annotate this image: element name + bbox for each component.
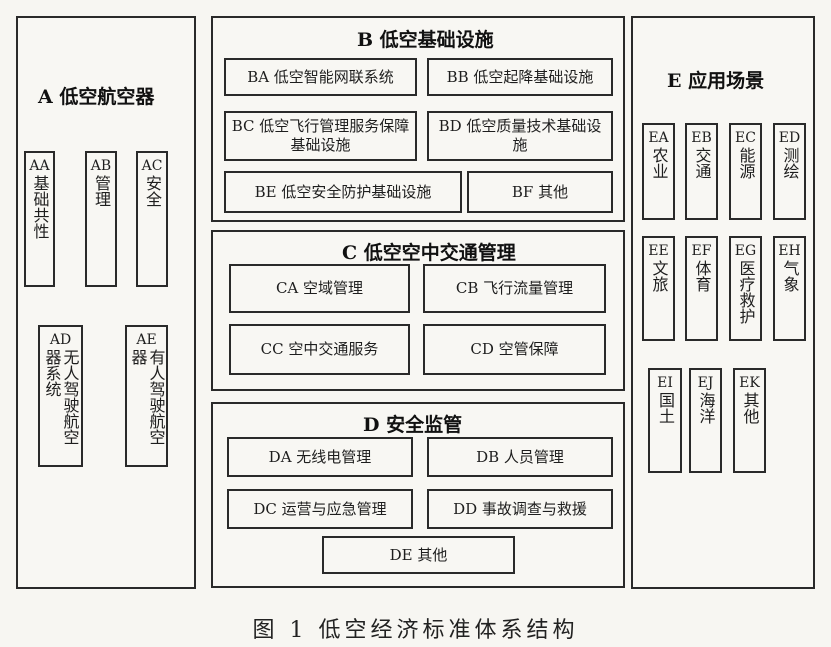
node-ef-code: EF — [691, 243, 712, 259]
node-bb: BB 低空起降基础设施 — [427, 58, 613, 96]
node-ej: EJ 海洋 — [689, 368, 722, 473]
node-ee: EE 文旅 — [642, 236, 675, 341]
node-aa-code: AA — [29, 158, 50, 174]
node-db: DB 人员管理 — [427, 437, 613, 477]
node-ae: AE 有人驾驶航空器 — [125, 325, 168, 467]
node-ej-code: EJ — [697, 375, 714, 391]
node-eb-text: 交通 — [692, 147, 712, 179]
node-ae-code: AE — [136, 332, 157, 348]
node-ef: EF 体育 — [685, 236, 718, 341]
node-ba: BA 低空智能网联系统 — [224, 58, 417, 96]
node-ab-text: 管理 — [92, 175, 111, 207]
node-ef-text: 体育 — [692, 260, 712, 292]
node-ei: EI 国土 — [648, 368, 682, 473]
panel-c-title: C 低空空中交通管理 — [342, 242, 516, 264]
node-cc: CC 空中交通服务 — [229, 324, 410, 375]
node-eh: EH 气象 — [773, 236, 806, 341]
panel-a-title: A 低空航空器 — [38, 86, 155, 108]
node-ab: AB 管理 — [85, 151, 117, 287]
node-ea-text: 农业 — [649, 147, 669, 179]
node-bf: BF 其他 — [467, 171, 613, 213]
node-ed: ED 测绘 — [773, 123, 806, 220]
node-de: DE 其他 — [322, 536, 515, 574]
node-ek-text: 其他 — [740, 392, 760, 424]
panel-e-title: E 应用场景 — [667, 70, 765, 92]
node-ei-code: EI — [657, 375, 673, 391]
node-eh-code: EH — [778, 243, 801, 259]
figure-caption: 图 1 低空经济标准体系结构 — [252, 618, 579, 643]
node-dd: DD 事故调查与救援 — [427, 489, 613, 529]
node-ac-text: 安全 — [143, 175, 162, 207]
node-ec-code: EC — [735, 130, 756, 146]
node-ad-text: 无人驾驶航空器系统 — [42, 349, 80, 445]
panel-b-title: B 低空基础设施 — [357, 29, 494, 51]
panel-d-title: D 安全监管 — [363, 414, 463, 436]
node-ad-code: AD — [49, 332, 72, 348]
node-eg: EG 医疗救护 — [729, 236, 762, 341]
node-ac: AC 安全 — [136, 151, 168, 287]
node-cb: CB 飞行流量管理 — [423, 264, 606, 313]
node-ee-text: 文旅 — [649, 260, 669, 292]
node-da: DA 无线电管理 — [227, 437, 413, 477]
node-dc: DC 运营与应急管理 — [227, 489, 413, 529]
node-ed-code: ED — [778, 130, 801, 146]
node-ek: EK 其他 — [733, 368, 766, 473]
node-ea: EA 农业 — [642, 123, 675, 220]
node-eg-text: 医疗救护 — [736, 260, 756, 324]
node-ac-code: AC — [141, 158, 163, 174]
node-eb-code: EB — [691, 130, 712, 146]
node-ec-text: 能源 — [736, 147, 756, 179]
node-ab-code: AB — [90, 158, 112, 174]
node-bc: BC 低空飞行管理服务保障基础设施 — [224, 111, 417, 161]
node-cd: CD 空管保障 — [423, 324, 606, 375]
node-ae-text: 有人驾驶航空器 — [128, 349, 166, 445]
node-be: BE 低空安全防护基础设施 — [224, 171, 462, 213]
panel-a-aircraft — [16, 16, 196, 589]
node-ed-text: 测绘 — [780, 147, 800, 179]
node-bd: BD 低空质量技术基础设施 — [427, 111, 613, 161]
node-ee-code: EE — [648, 243, 669, 259]
node-aa-text: 基础共性 — [30, 175, 50, 239]
node-ea-code: EA — [648, 130, 669, 146]
node-ek-code: EK — [739, 375, 760, 391]
node-ec: EC 能源 — [729, 123, 762, 220]
node-eg-code: EG — [734, 243, 757, 259]
node-ej-text: 海洋 — [696, 392, 716, 424]
node-aa: AA 基础共性 — [24, 151, 55, 287]
node-ad: AD 无人驾驶航空器系统 — [38, 325, 83, 467]
node-eh-text: 气象 — [780, 260, 800, 292]
node-eb: EB 交通 — [685, 123, 718, 220]
node-ei-text: 国土 — [656, 392, 675, 424]
node-ca: CA 空域管理 — [229, 264, 410, 313]
